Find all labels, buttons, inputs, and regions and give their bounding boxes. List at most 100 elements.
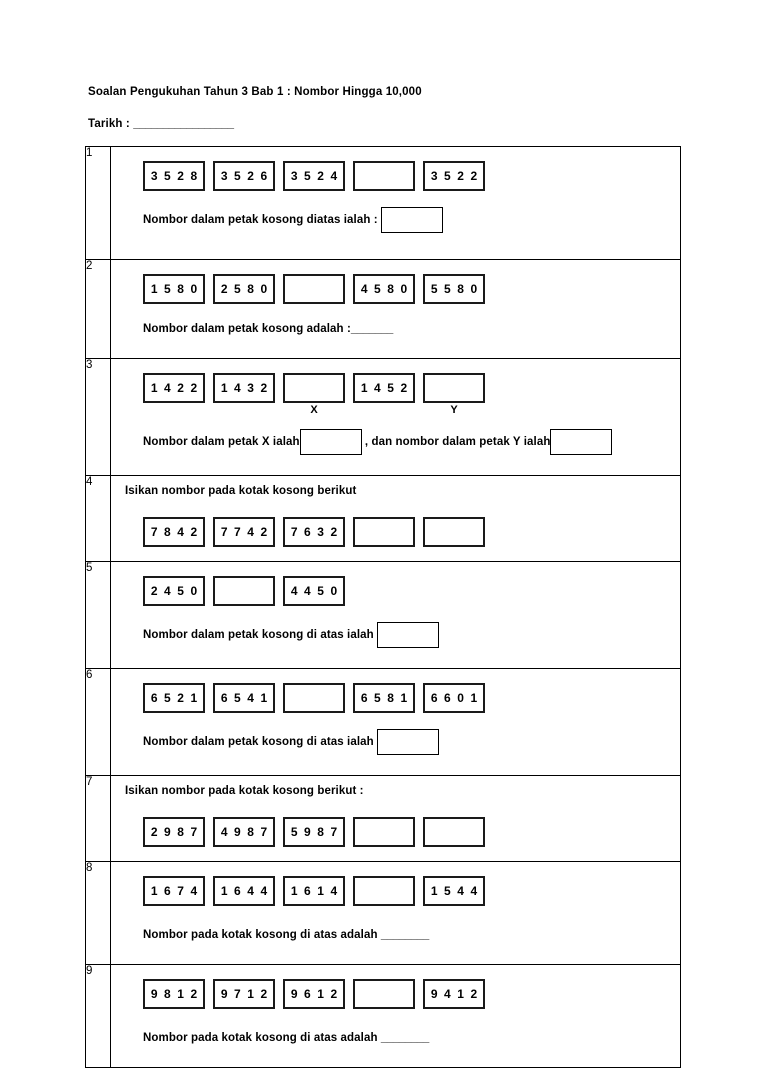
worksheet-page: Soalan Pengukuhan Tahun 3 Bab 1 : Nombor…	[85, 86, 681, 1068]
answer-prompt-text-y: , dan nombor dalam petak Y ialah	[361, 436, 551, 448]
answer-box[interactable]	[377, 622, 440, 648]
question-body: 1 4 2 2 1 4 3 2 1 4 5 2 X Y	[110, 358, 681, 476]
number-box[interactable]: 5 5 8 0	[423, 274, 485, 304]
number-box-value: 5 5 8 0	[430, 282, 479, 296]
question-number: 3	[85, 358, 111, 476]
question-body: Isikan nombor pada kotak kosong berikut …	[110, 475, 681, 562]
number-box[interactable]: 2 9 8 7	[143, 817, 205, 847]
number-box-value: 2 4 5 0	[150, 584, 199, 598]
question-instruction: Isikan nombor pada kotak kosong berikut	[125, 485, 357, 497]
number-box-empty[interactable]	[353, 161, 415, 191]
number-box-value: 3 5 2 8	[150, 169, 199, 183]
number-box-value: 4 4 5 0	[290, 584, 339, 598]
number-box[interactable]: 1 6 4 4	[213, 876, 275, 906]
number-sequence: 1 5 8 0 2 5 8 0 4 5 8 0 5 5 8 0	[143, 274, 680, 304]
number-box-value: 1 6 1 4	[290, 884, 339, 898]
answer-blank-line[interactable]: ________	[380, 929, 429, 941]
number-box[interactable]: 2 4 5 0	[143, 576, 205, 606]
number-box-value: 9 6 1 2	[290, 987, 339, 1001]
answer-prompt: Nombor dalam petak kosong adalah :______…	[143, 320, 680, 338]
answer-prompt: Nombor dalam petak kosong diatas ialah :	[143, 207, 680, 233]
box-label	[353, 404, 415, 417]
number-box-empty[interactable]	[283, 274, 345, 304]
number-box[interactable]: 4 4 5 0	[283, 576, 345, 606]
number-box[interactable]: 9 8 1 2	[143, 979, 205, 1009]
question-body: 1 6 7 4 1 6 4 4 1 6 1 4 1 5 4 4 Nombor p…	[110, 861, 681, 965]
number-box-value: 7 8 4 2	[150, 525, 199, 539]
answer-box-x[interactable]	[299, 429, 362, 455]
number-box[interactable]: 1 4 2 2	[143, 373, 205, 403]
number-box-empty[interactable]	[353, 817, 415, 847]
number-box-empty[interactable]	[423, 517, 485, 547]
number-box[interactable]: 4 9 8 7	[213, 817, 275, 847]
answer-box[interactable]	[377, 729, 440, 755]
box-label-y: Y	[450, 404, 458, 416]
question-instruction: Isikan nombor pada kotak kosong berikut …	[125, 785, 364, 797]
number-box[interactable]: 6 5 2 1	[143, 683, 205, 713]
number-box-value: 2 9 8 7	[150, 825, 199, 839]
question-body: 2 4 5 0 4 4 5 0 Nombor dalam petak koson…	[110, 561, 681, 669]
number-box[interactable]: 7 7 4 2	[213, 517, 275, 547]
number-box-value: 3 5 2 4	[290, 169, 339, 183]
number-box-empty-x[interactable]	[283, 373, 345, 403]
number-box-empty[interactable]	[353, 979, 415, 1009]
number-box[interactable]: 3 5 2 8	[143, 161, 205, 191]
number-box-value: 7 7 4 2	[220, 525, 269, 539]
number-box-value: 6 5 8 1	[360, 691, 409, 705]
number-box-empty[interactable]	[283, 683, 345, 713]
number-box[interactable]: 1 5 8 0	[143, 274, 205, 304]
number-box-empty[interactable]	[353, 517, 415, 547]
question-number: 5	[85, 561, 111, 669]
answer-blank-line[interactable]: ________	[380, 1032, 429, 1044]
number-box[interactable]: 3 5 2 4	[283, 161, 345, 191]
answer-prompt-text: Nombor dalam petak kosong adalah :	[143, 323, 351, 335]
number-box-value: 3 5 2 2	[430, 169, 479, 183]
number-box[interactable]: 9 4 1 2	[423, 979, 485, 1009]
number-sequence: 2 4 5 0 4 4 5 0	[143, 576, 680, 606]
question-body: 1 5 8 0 2 5 8 0 4 5 8 0 5 5 8 0 Nombor d…	[110, 259, 681, 359]
number-box[interactable]: 1 4 5 2	[353, 373, 415, 403]
answer-prompt-text: Nombor dalam petak kosong diatas ialah :	[143, 214, 381, 226]
number-box[interactable]: 6 5 4 1	[213, 683, 275, 713]
table-row: 5 2 4 5 0 4 4 5 0 Nombor dalam petak kos…	[85, 561, 681, 669]
table-row: 7 Isikan nombor pada kotak kosong beriku…	[85, 775, 681, 862]
number-box[interactable]: 1 6 1 4	[283, 876, 345, 906]
answer-box[interactable]	[381, 207, 443, 233]
question-body: 3 5 2 8 3 5 2 6 3 5 2 4 3 5 2 2 Nombor d…	[110, 146, 681, 260]
answer-prompt-text: Nombor dalam petak kosong di atas ialah	[143, 629, 378, 641]
number-box[interactable]: 6 6 0 1	[423, 683, 485, 713]
number-box[interactable]: 1 5 4 4	[423, 876, 485, 906]
number-box[interactable]: 1 4 3 2	[213, 373, 275, 403]
table-row: 6 6 5 2 1 6 5 4 1 6 5 8 1 6 6 0 1 Nombor…	[85, 668, 681, 776]
table-row: 9 9 8 1 2 9 7 1 2 9 6 1 2 9 4 1 2 Nombor…	[85, 964, 681, 1068]
answer-blank-line[interactable]: _______	[350, 323, 393, 335]
number-box-empty[interactable]	[353, 876, 415, 906]
number-box-empty-y[interactable]	[423, 373, 485, 403]
number-box[interactable]: 3 5 2 2	[423, 161, 485, 191]
number-box-value: 9 4 1 2	[430, 987, 479, 1001]
answer-box-y[interactable]	[550, 429, 613, 455]
box-labels: X Y	[143, 404, 680, 417]
number-box[interactable]: 7 6 3 2	[283, 517, 345, 547]
question-number: 2	[85, 259, 111, 359]
number-box-empty[interactable]	[423, 817, 485, 847]
number-box[interactable]: 3 5 2 6	[213, 161, 275, 191]
number-box[interactable]: 9 7 1 2	[213, 979, 275, 1009]
number-box[interactable]: 6 5 8 1	[353, 683, 415, 713]
table-row: 2 1 5 8 0 2 5 8 0 4 5 8 0 5 5 8 0 Nombor…	[85, 259, 681, 359]
answer-prompt-text: Nombor pada kotak kosong di atas adalah	[143, 1032, 381, 1044]
question-number: 1	[85, 146, 111, 260]
number-box[interactable]: 5 9 8 7	[283, 817, 345, 847]
number-box[interactable]: 4 5 8 0	[353, 274, 415, 304]
number-box-empty[interactable]	[213, 576, 275, 606]
date-blank-line[interactable]: _________________	[133, 118, 234, 130]
number-box[interactable]: 2 5 8 0	[213, 274, 275, 304]
number-box[interactable]: 9 6 1 2	[283, 979, 345, 1009]
number-box-value: 2 5 8 0	[220, 282, 269, 296]
number-box-value: 9 7 1 2	[220, 987, 269, 1001]
number-box-value: 6 6 0 1	[430, 691, 479, 705]
box-label	[213, 404, 275, 417]
number-sequence: 9 8 1 2 9 7 1 2 9 6 1 2 9 4 1 2	[143, 979, 680, 1009]
number-box[interactable]: 7 8 4 2	[143, 517, 205, 547]
number-box[interactable]: 1 6 7 4	[143, 876, 205, 906]
